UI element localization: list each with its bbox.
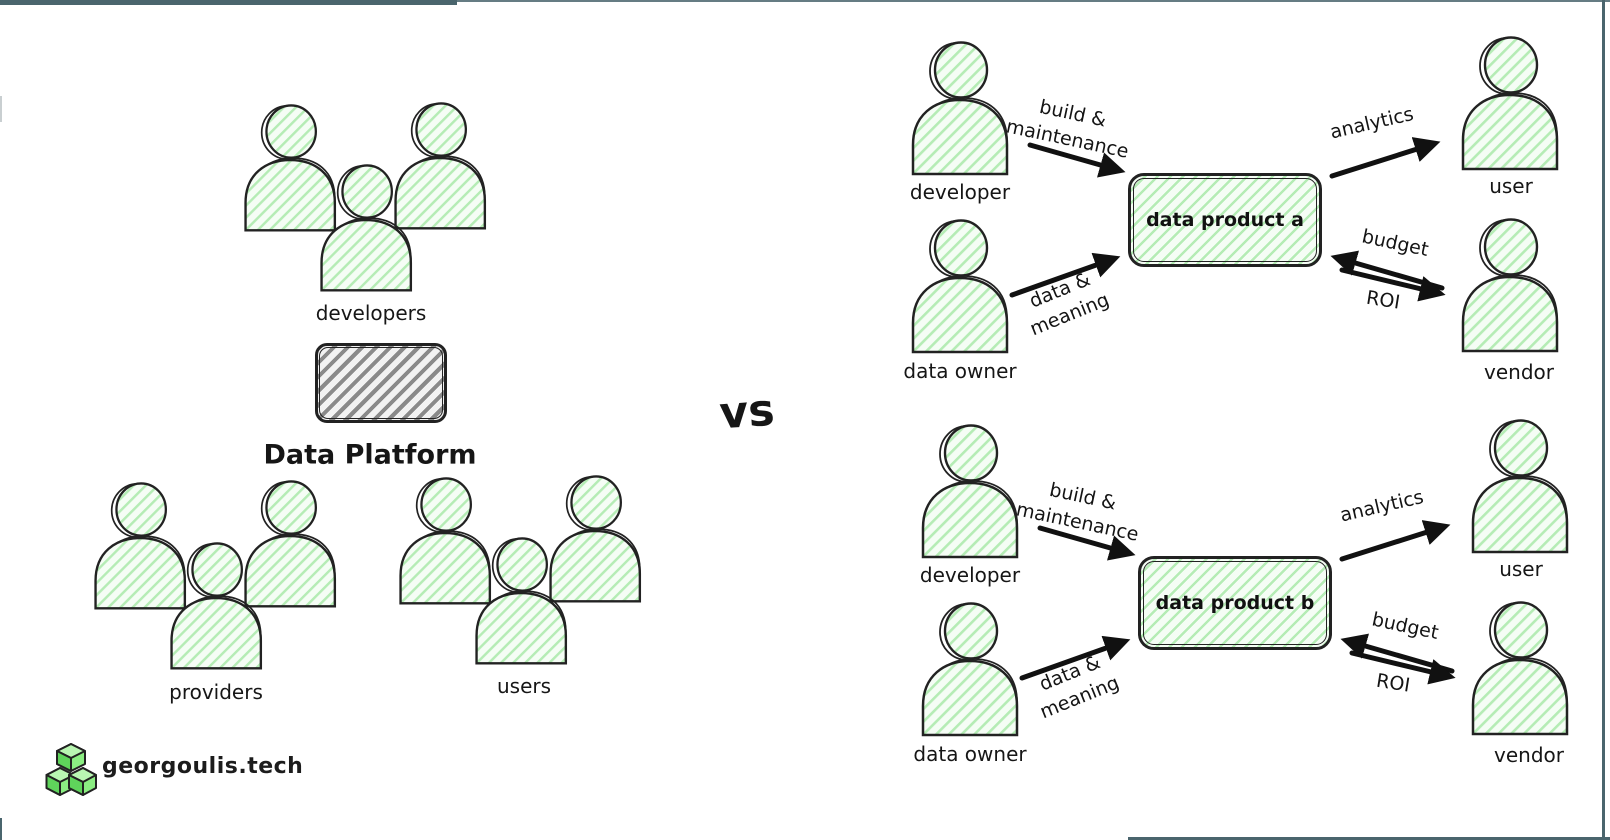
brand-logo: georgoulis.tech xyxy=(45,740,305,804)
frame-right-edge xyxy=(1602,0,1605,840)
developer-figure xyxy=(911,41,1009,176)
cubes-icon xyxy=(45,743,97,796)
budget-arrow-label: budget xyxy=(1369,608,1441,644)
frame-top-bar xyxy=(0,0,457,5)
frame-left-mark xyxy=(0,96,2,122)
frame-bottom-edge xyxy=(1128,837,1610,840)
data-meaning-arrow-label: data & meaning xyxy=(1036,651,1123,723)
user-figure xyxy=(1461,36,1559,171)
users-group-label: users xyxy=(496,674,552,698)
brand-name: georgoulis.tech xyxy=(102,754,304,779)
vendor-label: vendor xyxy=(1494,743,1564,767)
data-product-diagram-b: developer data owner data product b user… xyxy=(890,413,1602,775)
data-product-box: data product b xyxy=(1138,556,1332,650)
data-meaning-arrow-label: data & meaning xyxy=(1026,268,1113,340)
data-product-box-label: data product a xyxy=(1146,209,1304,231)
developer-label: developer xyxy=(909,180,1011,204)
data-owner-figure xyxy=(921,602,1019,737)
data-owner-figure xyxy=(911,219,1009,354)
providers-group-figure xyxy=(87,480,347,678)
data-platform-box xyxy=(315,343,447,423)
versus-label: vs xyxy=(717,384,777,440)
user-figure xyxy=(1471,419,1569,554)
vendor-label: vendor xyxy=(1484,360,1554,384)
developers-group-figure xyxy=(237,102,497,300)
vendor-figure xyxy=(1471,601,1569,736)
roi-arrow-label: ROI xyxy=(1364,286,1402,314)
user-label: user xyxy=(1489,174,1533,198)
developers-group-label: developers xyxy=(315,301,427,325)
data-platform-title: Data Platform xyxy=(263,439,477,471)
roi-arrow-label: ROI xyxy=(1374,669,1412,697)
users-group-figure xyxy=(392,475,652,673)
build-maintenance-arrow-label: build & maintenance xyxy=(1004,95,1131,163)
analytics-arrow-label: analytics xyxy=(1327,102,1416,144)
frame-top-line xyxy=(0,0,1610,2)
developer-figure xyxy=(921,424,1019,559)
data-product-box-label: data product b xyxy=(1155,592,1315,614)
analytics-arrow xyxy=(1339,520,1451,562)
data-product-box: data product a xyxy=(1128,173,1322,267)
analytics-arrow-label: analytics xyxy=(1337,485,1426,527)
budget-arrow-label: budget xyxy=(1359,225,1431,261)
budget-arrow xyxy=(1330,250,1445,291)
data-owner-label: data owner xyxy=(913,742,1027,766)
frame-left-edge xyxy=(0,818,2,840)
data-owner-label: data owner xyxy=(903,359,1017,383)
user-label: user xyxy=(1499,557,1543,581)
build-maintenance-arrow-label: build & maintenance xyxy=(1014,478,1141,546)
vendor-figure xyxy=(1461,218,1559,353)
analytics-arrow xyxy=(1329,137,1441,179)
data-product-diagram-a: developer data owner data product a user… xyxy=(880,30,1592,392)
budget-arrow xyxy=(1340,633,1455,674)
developer-label: developer xyxy=(919,563,1021,587)
providers-group-label: providers xyxy=(169,680,263,704)
